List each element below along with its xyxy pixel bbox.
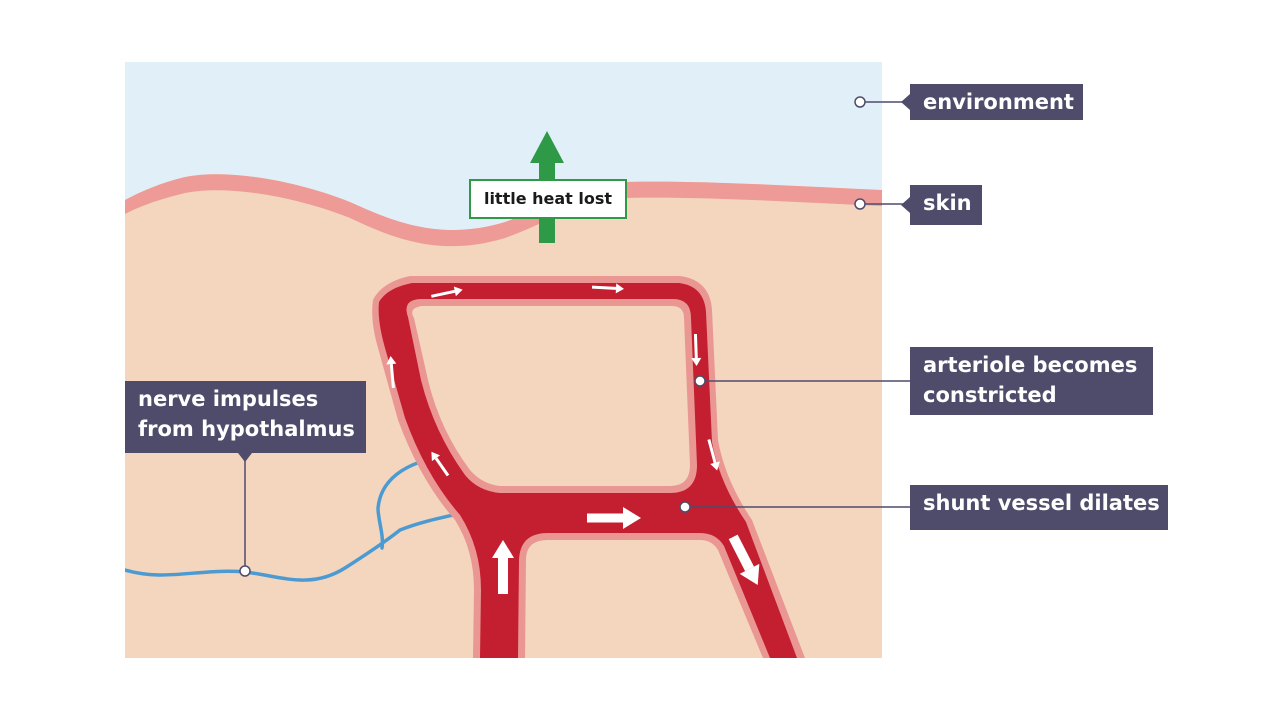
heat-label: little heat lost [469, 179, 627, 219]
skin-layer [125, 174, 882, 247]
flow-arrow-right-lower [707, 439, 720, 471]
flow-arrow-left-lower [431, 451, 450, 477]
flow-arrow-top-right [591, 283, 624, 294]
flow-arrow-inflow [492, 540, 514, 594]
nerve-label: nerve impulses from hypothalmus [125, 381, 366, 462]
shunt-label: shunt vessel dilates [910, 485, 1168, 530]
flow-arrow-right-upper [691, 333, 702, 366]
flow-arrow-top-left [431, 286, 463, 298]
environment-pointer [854, 96, 866, 108]
nerve-label-line-2: from hypothalmus [138, 417, 355, 441]
arteriole-label-line-2: constricted [923, 383, 1057, 407]
blood-vessels [372, 276, 805, 658]
skin-label-text: skin [923, 191, 972, 215]
flow-arrow-shunt [587, 507, 641, 529]
arteriole-label: arteriole becomes constricted [910, 347, 1153, 415]
nerve [125, 460, 460, 582]
flow-arrows [386, 283, 760, 594]
environment-label-text: environment [923, 90, 1074, 114]
environment-label: environment [901, 84, 1083, 120]
shunt-label-text: shunt vessel dilates [923, 491, 1160, 515]
flow-arrow-left-upper [386, 356, 397, 389]
flow-arrow-outflow [728, 534, 760, 585]
vessel-lumen [378, 283, 797, 658]
environment-area [125, 62, 882, 230]
skin-label: skin [901, 185, 982, 225]
nerve-pointer [239, 565, 251, 577]
shunt-pointer [679, 501, 691, 513]
arteriole-pointer [694, 375, 706, 387]
arteriole-label-line-1: arteriole becomes [923, 353, 1138, 377]
nerve-label-line-1: nerve impulses [138, 387, 319, 411]
skin-pointer [854, 198, 866, 210]
